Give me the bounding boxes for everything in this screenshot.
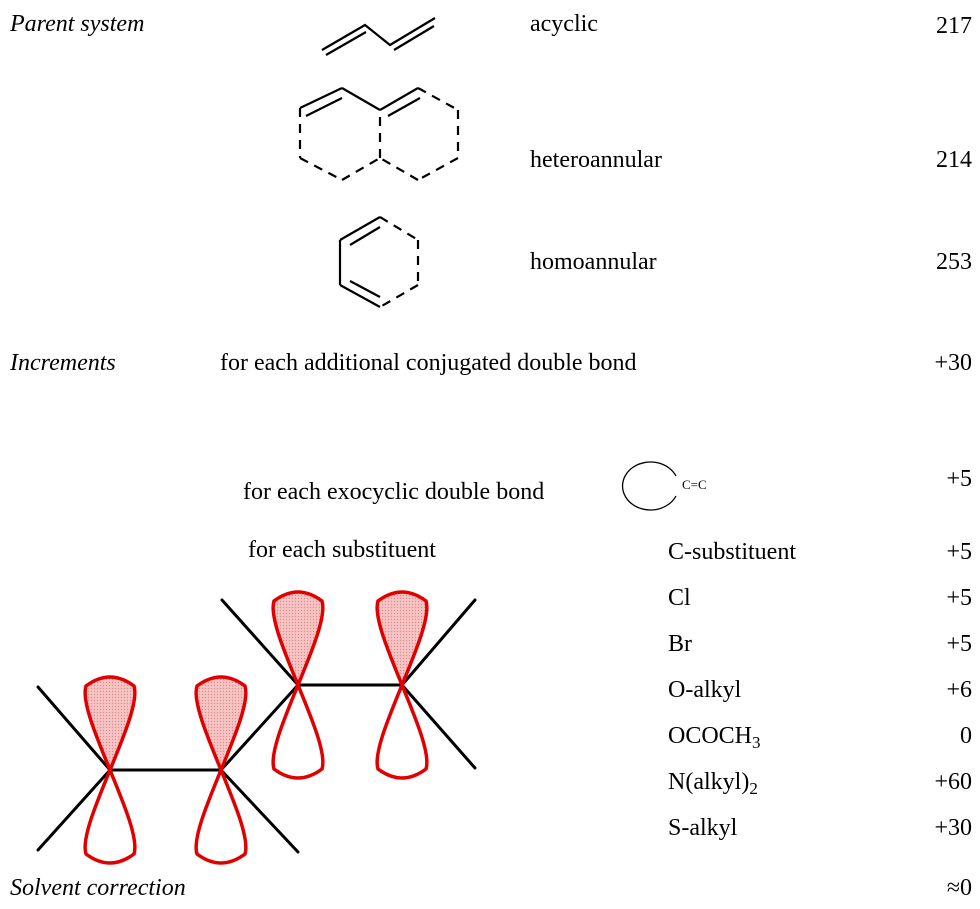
increment-exocyclic-label: for each exocyclic double bond — [243, 479, 545, 505]
p-orbital-lobe-upper — [375, 590, 429, 690]
substituent-label: Cl — [668, 585, 691, 611]
parent-value-acyclic: 217 — [936, 13, 972, 39]
substituent-label: S-alkyl — [668, 815, 738, 841]
substituent-label: N(alkyl)2 — [668, 769, 758, 798]
p-orbital-lobe-upper — [271, 590, 325, 690]
increment-conjugated-label: for each additional conjugated double bo… — [220, 350, 637, 376]
p-orbital-lobe-lower — [271, 680, 325, 780]
p-orbital-lobe-upper — [83, 675, 137, 775]
substituent-value: +5 — [946, 585, 972, 611]
increment-conjugated-value: +30 — [934, 350, 972, 376]
homoannular-diene-structure — [338, 216, 420, 308]
p-orbital-diagram — [36, 590, 477, 865]
substituent-label: O-alkyl — [668, 677, 742, 703]
acyclic-diene-structure — [321, 17, 436, 56]
parent-label-homoannular: homoannular — [530, 249, 657, 275]
increment-substituent-label: for each substituent — [248, 537, 436, 563]
substituent-label: OCOCH3 — [668, 723, 761, 752]
solvent-correction-value: ≈0 — [946, 875, 972, 901]
parent-label-heteroannular: heteroannular — [530, 147, 662, 173]
substituent-label: C-substituent — [668, 539, 797, 565]
substituent-value: +5 — [946, 539, 972, 565]
substituent-value: +5 — [946, 631, 972, 657]
solvent-correction-heading: Solvent correction — [10, 875, 186, 901]
parent-system-heading: Parent system — [10, 11, 145, 37]
substituent-value: 0 — [960, 723, 972, 749]
substituent-value: +30 — [934, 815, 972, 841]
p-orbital-lobe-lower — [83, 765, 137, 865]
substituent-value: +6 — [946, 677, 972, 703]
parent-value-heteroannular: 214 — [936, 147, 972, 173]
exocyclic-double-bond-structure: C=C — [621, 461, 707, 511]
parent-value-homoannular: 253 — [936, 249, 972, 275]
substituent-label: Br — [668, 631, 692, 657]
p-orbital-lobe-upper — [194, 675, 248, 775]
increments-heading: Increments — [10, 350, 116, 376]
parent-label-acyclic: acyclic — [530, 11, 598, 37]
heteroannular-diene-structure — [298, 87, 460, 181]
exocyclic-cc-text: C=C — [682, 477, 707, 492]
increment-exocyclic-value: +5 — [946, 466, 972, 492]
substituent-value: +60 — [934, 769, 972, 795]
p-orbital-lobe-lower — [194, 765, 248, 865]
p-orbital-lobe-lower — [375, 680, 429, 780]
